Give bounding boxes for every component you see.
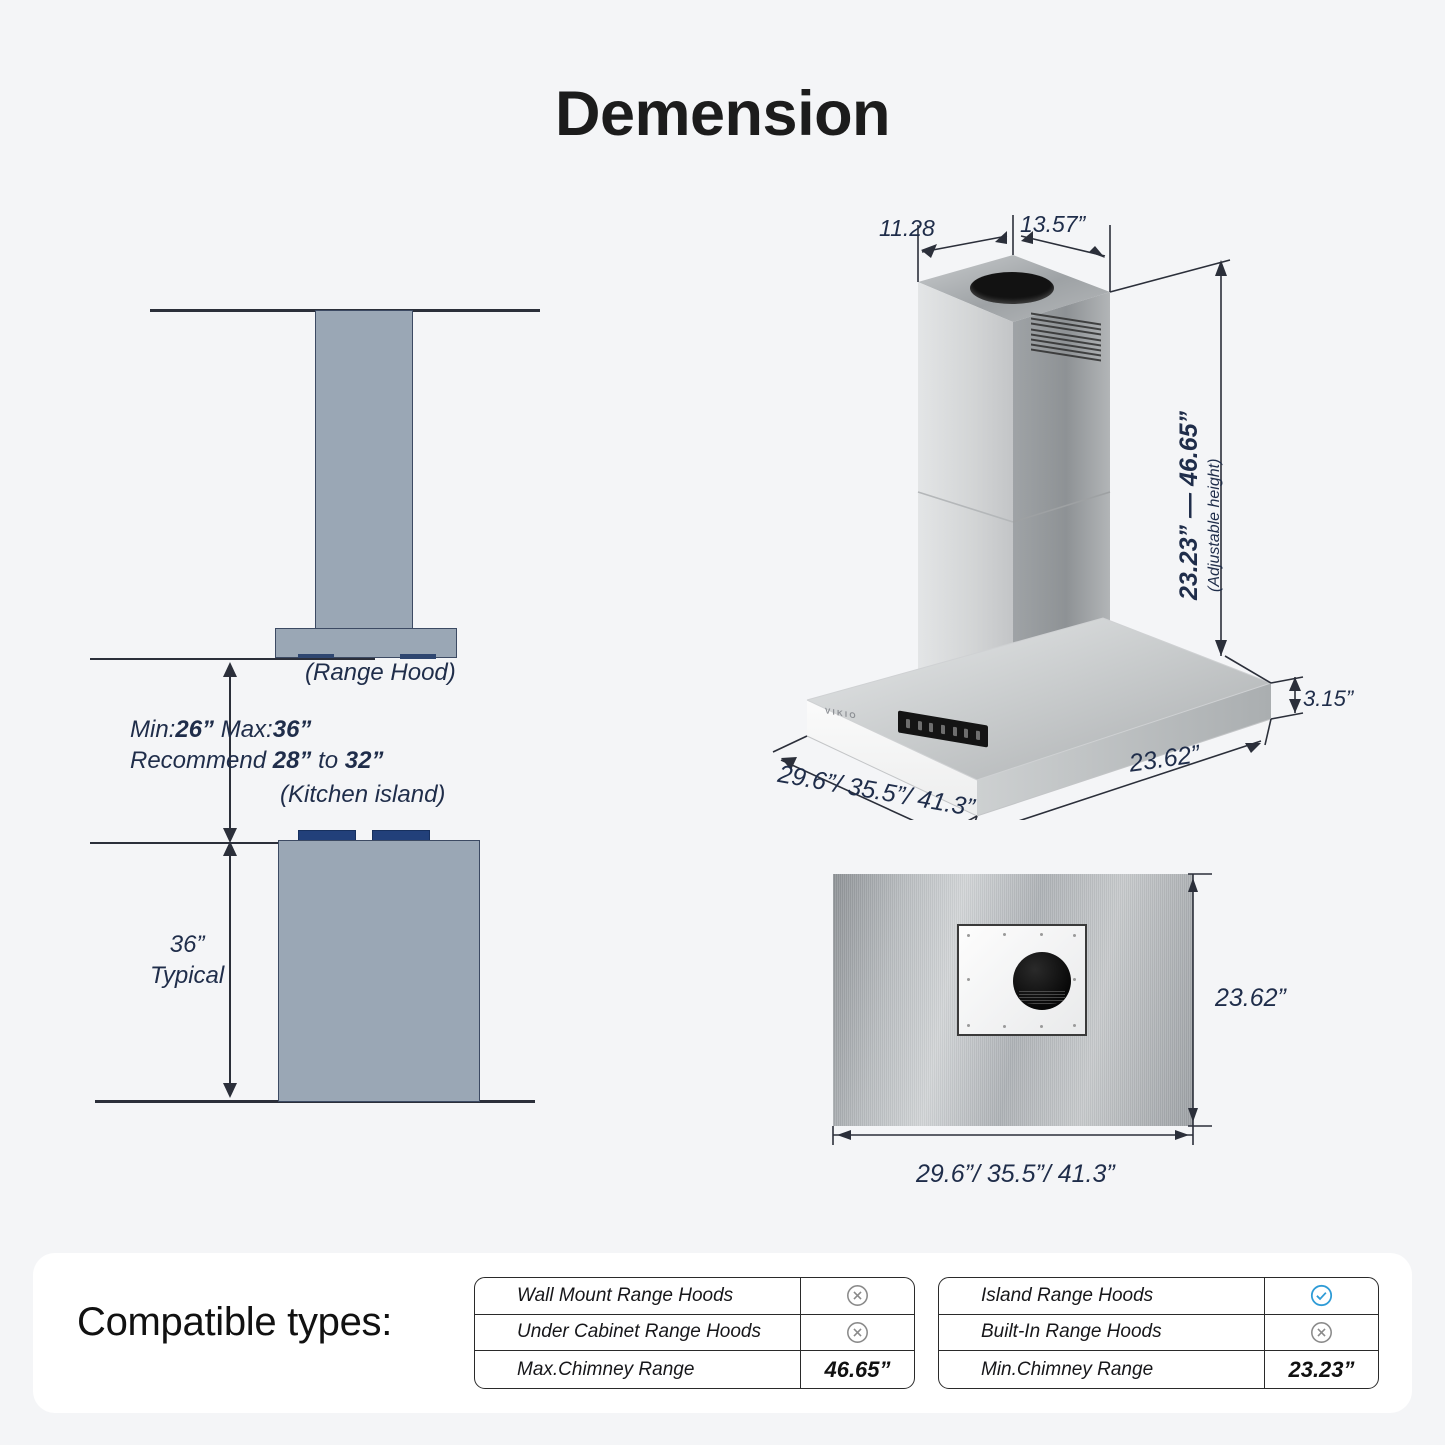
hood-3d-render: VIKIO: [755, 200, 1353, 822]
screw-icon: [967, 1024, 970, 1027]
range-hood-foot-right: [400, 654, 436, 659]
compatible-types-card: Compatible types: Wall Mount Range Hoods…: [33, 1253, 1412, 1413]
screw-icon: [1040, 1025, 1043, 1028]
chimney-top-left-dim: 11.28: [879, 215, 935, 241]
compatible-row-label: Max.Chimney Range: [517, 1358, 695, 1380]
compatible-row-label: Built-In Range Hoods: [981, 1321, 1162, 1343]
control-button[interactable]: [952, 726, 957, 736]
clearance-diagram: (Range Hood) Min:26” Max:36” Recommend 2…: [90, 280, 580, 1120]
island-height-value: 36”: [169, 931, 205, 958]
compatible-row-value: 23.23”: [1264, 1351, 1378, 1388]
vent-mounting-plate: [957, 924, 1087, 1036]
screw-icon: [967, 934, 970, 937]
kitchen-island-label: (Kitchen island): [280, 781, 446, 808]
control-button[interactable]: [940, 724, 945, 734]
cross-icon: [1264, 1314, 1378, 1351]
hood-base-reference-line: [90, 658, 375, 660]
clearance-arrow-down: [223, 828, 237, 843]
compatible-row-value: 46.65”: [800, 1351, 914, 1388]
control-button[interactable]: [964, 728, 969, 738]
screw-icon: [1003, 933, 1006, 936]
range-hood-duct: [315, 310, 413, 632]
compatible-row: Island Range Hoods: [939, 1278, 1378, 1315]
screw-icon: [1040, 933, 1043, 936]
kitchen-island-body: [278, 840, 480, 1102]
control-button[interactable]: [905, 718, 910, 728]
compatible-row: Wall Mount Range Hoods: [475, 1278, 914, 1315]
island-height-dim-line: [229, 852, 231, 1090]
range-hood-foot-left: [298, 654, 334, 659]
duct-hole-icon: [1013, 952, 1071, 1010]
compatible-row-label: Under Cabinet Range Hoods: [517, 1321, 761, 1343]
clearance-minmax-label: Min:26” Max:36” Recommend 28” to 32”: [130, 715, 384, 776]
screw-icon: [1073, 934, 1076, 937]
chimney-height-note: (Adjustable height): [1206, 458, 1223, 592]
control-button[interactable]: [917, 720, 922, 730]
range-hood-canopy: [275, 628, 457, 658]
compatible-row: Min.Chimney Range 23.23”: [939, 1351, 1378, 1388]
screw-icon: [1073, 978, 1076, 981]
chimney-height-note-wrap: (Adjustable height): [1177, 459, 1223, 592]
canopy-thickness-dim: 3.15”: [1303, 686, 1354, 711]
cross-icon: [800, 1314, 914, 1351]
clearance-arrow-up: [223, 662, 237, 677]
chimney-top-right-dim: 13.57”: [1020, 211, 1086, 237]
screw-icon: [1073, 1024, 1076, 1027]
compatible-row: Max.Chimney Range 46.65”: [475, 1351, 914, 1388]
compatible-types-heading: Compatible types:: [77, 1300, 393, 1344]
clearance-line-2: Recommend 28” to 32”: [130, 746, 384, 774]
compatible-row-label: Wall Mount Range Hoods: [517, 1284, 734, 1306]
control-button[interactable]: [929, 722, 934, 732]
control-button[interactable]: [976, 730, 981, 740]
bottom-view-width-dim: 29.6”/ 35.5”/ 41.3”: [916, 1160, 1115, 1188]
hood-bottom-view: [833, 874, 1193, 1126]
range-hood-label: (Range Hood): [305, 659, 456, 686]
compatible-row-label: Min.Chimney Range: [981, 1358, 1154, 1380]
screw-icon: [967, 978, 970, 981]
island-height-arrow-down: [223, 1083, 237, 1098]
clearance-line-1: Min:26” Max:36”: [130, 716, 312, 743]
island-height-label: 36” Typical: [150, 930, 224, 991]
island-arrow-up: [223, 841, 237, 856]
check-icon: [1264, 1278, 1378, 1314]
island-height-note: Typical: [150, 961, 225, 989]
page-title: Demension: [554, 79, 891, 149]
screw-icon: [1003, 1025, 1006, 1028]
chimney-vent-hole-icon: [970, 272, 1054, 304]
clearance-dim-line: [229, 666, 231, 836]
cross-icon: [800, 1278, 914, 1314]
bottom-view-height-dim: 23.62”: [1215, 984, 1286, 1012]
compatible-row-label: Island Range Hoods: [981, 1284, 1154, 1306]
compatible-row: Built-In Range Hoods: [939, 1314, 1378, 1352]
compatible-row: Under Cabinet Range Hoods: [475, 1314, 914, 1352]
